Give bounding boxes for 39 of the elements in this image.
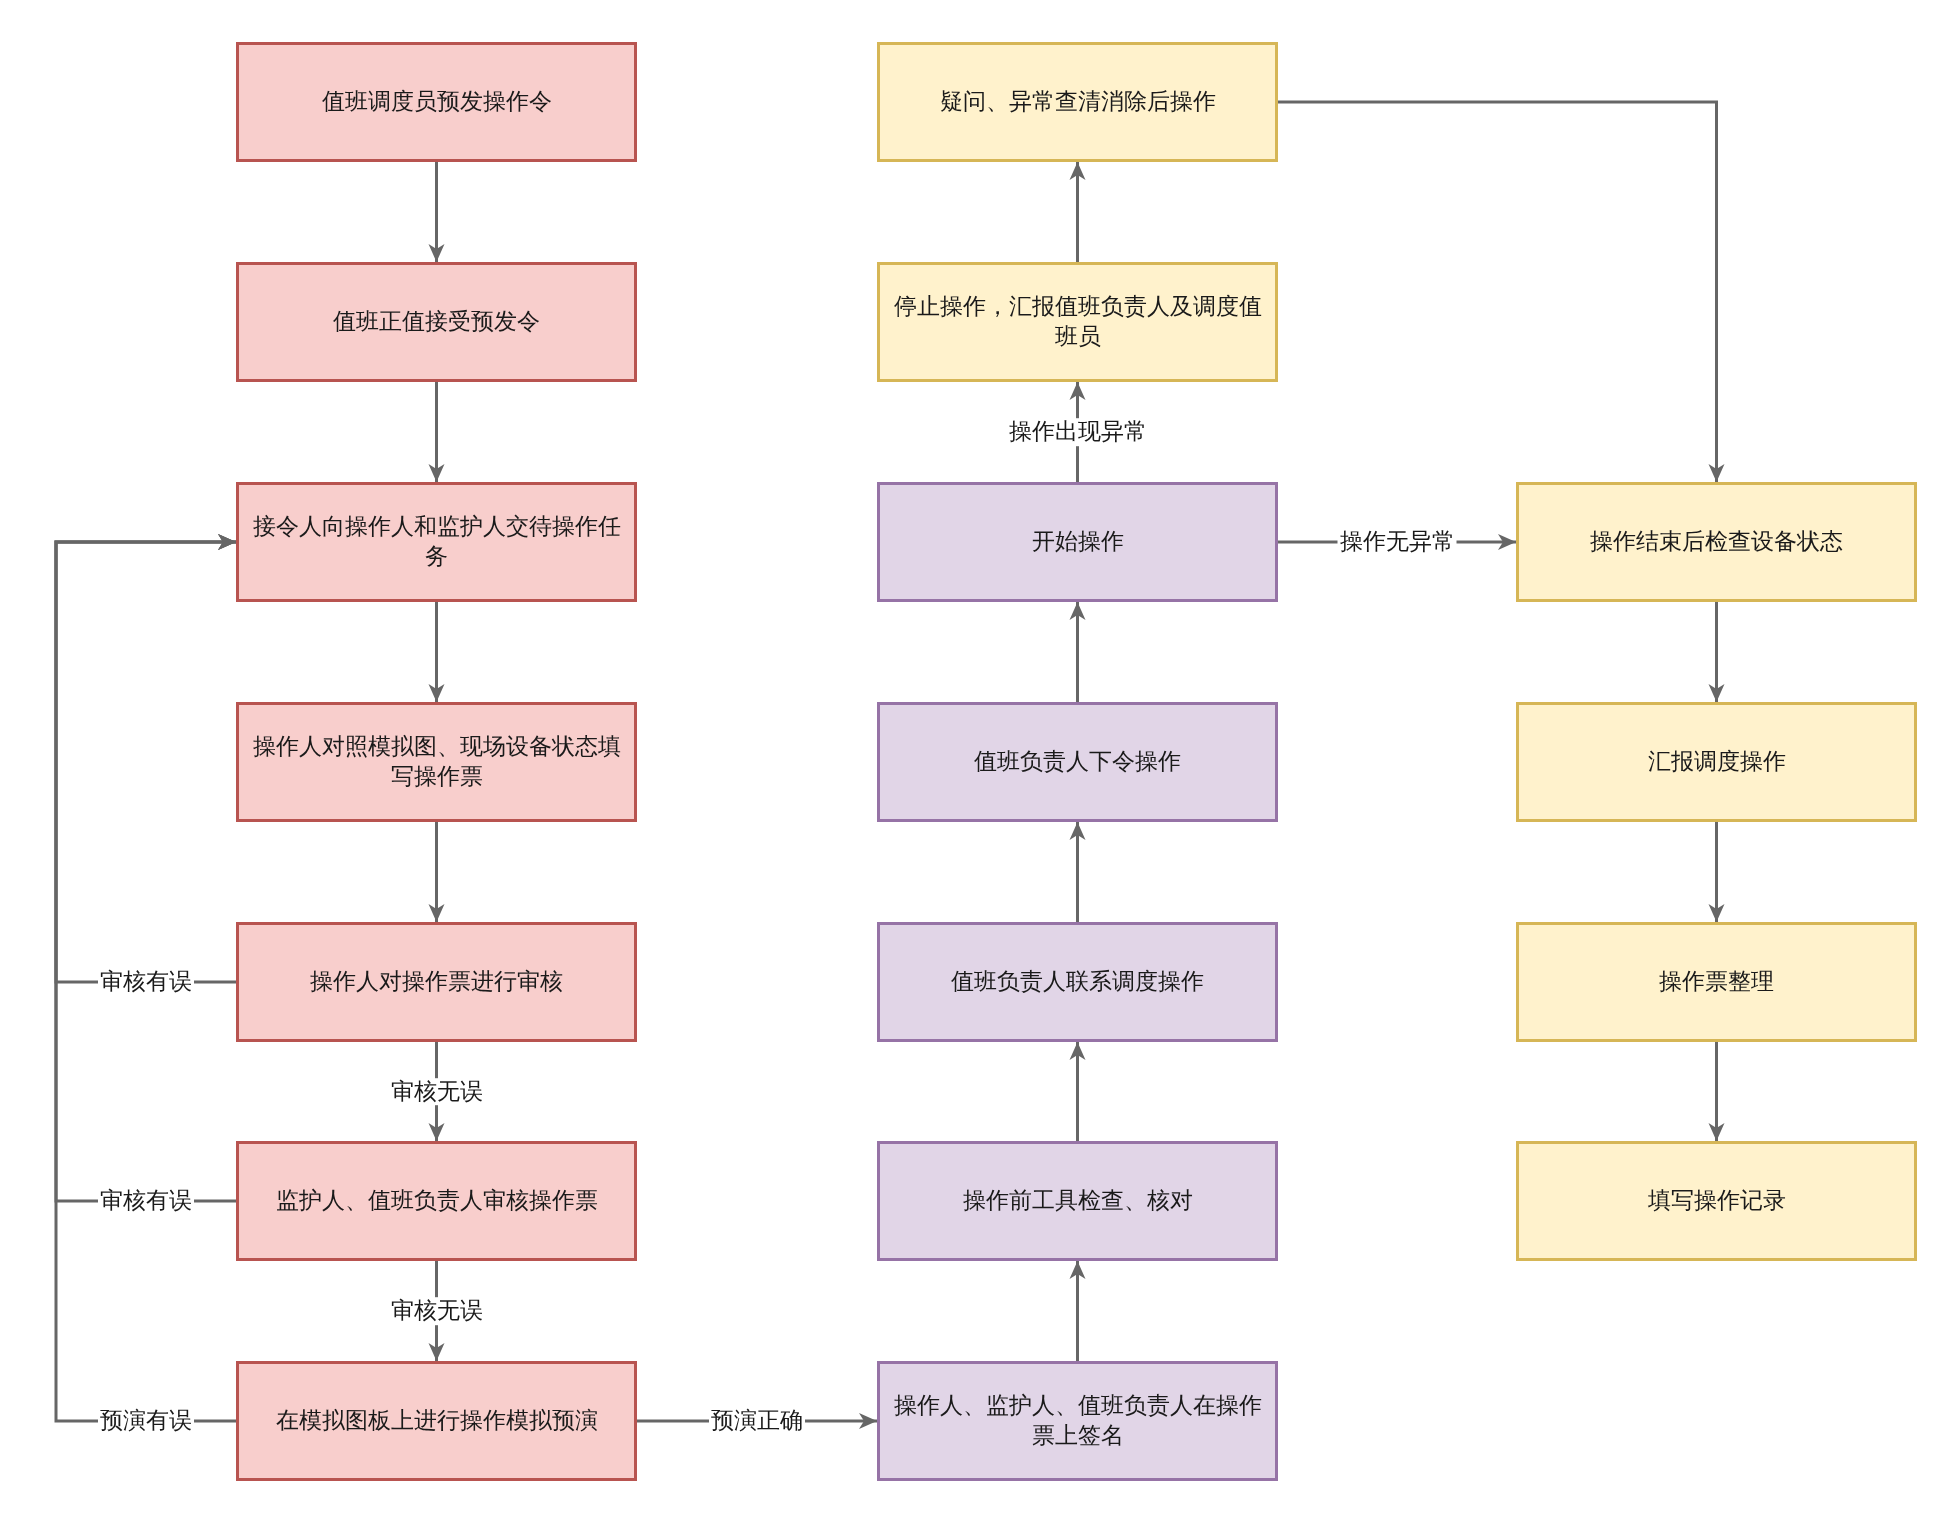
process-box: 操作人对操作票进行审核 <box>236 922 637 1042</box>
arrow <box>1069 822 1086 922</box>
process-box: 操作票整理 <box>1516 922 1917 1042</box>
process-box: 值班负责人联系调度操作 <box>877 922 1278 1042</box>
process-box: 操作结束后检查设备状态 <box>1516 482 1917 602</box>
edge-label: 审核无误 <box>388 1297 485 1325</box>
arrow <box>1069 602 1086 702</box>
process-box: 值班负责人下令操作 <box>877 702 1278 822</box>
arrow <box>1708 602 1725 702</box>
process-box: 开始操作 <box>877 482 1278 602</box>
process-box: 值班正值接受预发令 <box>236 262 637 382</box>
process-box: 操作人对照模拟图、现场设备状态填写操作票 <box>236 702 637 822</box>
edge-label: 预演正确 <box>709 1407 805 1435</box>
arrow <box>1278 100 1725 482</box>
arrow <box>1708 1042 1725 1141</box>
process-box: 操作前工具检查、核对 <box>877 1141 1278 1261</box>
process-box: 在模拟图板上进行操作模拟预演 <box>236 1361 637 1481</box>
arrow <box>1069 162 1086 262</box>
process-box: 监护人、值班负责人审核操作票 <box>236 1141 637 1261</box>
arrow <box>1069 1261 1086 1361</box>
edge-label: 操作无异常 <box>1337 528 1457 556</box>
process-box: 填写操作记录 <box>1516 1141 1917 1261</box>
edge-label: 预演有误 <box>98 1407 194 1435</box>
process-box: 停止操作，汇报值班负责人及调度值班员 <box>877 262 1278 382</box>
edge-label: 审核无误 <box>388 1077 485 1106</box>
arrow <box>428 382 445 482</box>
arrow <box>428 162 445 262</box>
arrow <box>428 602 445 702</box>
arrow <box>1069 1042 1086 1141</box>
edge-label: 审核有误 <box>98 1187 194 1215</box>
arrow <box>1708 822 1725 922</box>
process-box: 汇报调度操作 <box>1516 702 1917 822</box>
arrow <box>54 534 236 1423</box>
process-box: 疑问、异常查清消除后操作 <box>877 42 1278 162</box>
edge-label: 审核有误 <box>98 968 194 996</box>
arrow <box>428 822 445 922</box>
process-box: 值班调度员预发操作令 <box>236 42 637 162</box>
process-box: 接令人向操作人和监护人交待操作任务 <box>236 482 637 602</box>
process-box: 操作人、监护人、值班负责人在操作票上签名 <box>877 1361 1278 1481</box>
